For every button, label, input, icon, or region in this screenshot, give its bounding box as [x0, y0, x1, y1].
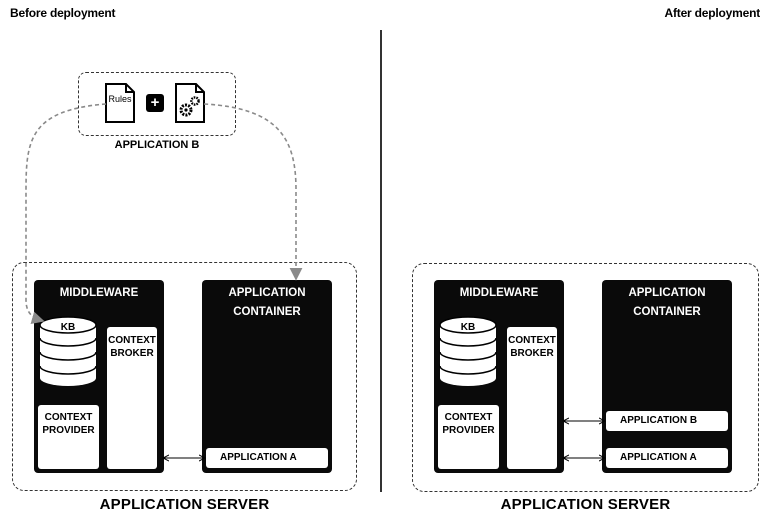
middleware-title: MIDDLEWARE — [59, 287, 139, 299]
application-b-box: APPLICATION B — [606, 411, 728, 431]
context-provider-box — [38, 405, 99, 469]
middleware-title: MIDDLEWARE — [459, 287, 539, 299]
context-provider-box — [438, 405, 499, 469]
context-broker-box — [107, 327, 157, 469]
context-broker-label: CONTEXT BROKER — [108, 335, 156, 359]
application-a-box: APPLICATION A — [606, 448, 728, 468]
context-broker-label: CONTEXT BROKER — [508, 335, 556, 359]
application-container-panel-after — [602, 280, 732, 473]
deploy-arrow-rules-to-kb — [25, 103, 107, 324]
application-b-package — [78, 72, 236, 136]
after-deployment-heading: After deployment — [664, 6, 760, 20]
application-a-box: APPLICATION A — [206, 448, 328, 468]
kb-label: KB — [460, 322, 476, 333]
application-container-title: APPLICATION CONTAINER — [228, 287, 306, 318]
rules-label: Rules — [108, 94, 132, 104]
before-deployment-heading: Before deployment — [10, 6, 116, 20]
application-container-title: APPLICATION CONTAINER — [628, 287, 706, 318]
deploy-arrow-app-to-container — [203, 103, 303, 281]
application-server-box-before — [12, 262, 357, 491]
application-server-box-after — [412, 263, 759, 492]
application-container-panel-before — [202, 280, 332, 473]
application-b-label: APPLICATION B — [114, 139, 200, 151]
section-divider — [380, 30, 382, 492]
application-server-label-before: APPLICATION SERVER — [99, 496, 270, 513]
application-server-label-after: APPLICATION SERVER — [500, 496, 671, 513]
context-provider-label: CONTEXT PROVIDER — [42, 412, 95, 436]
kb-label: KB — [60, 322, 76, 333]
context-broker-box — [507, 327, 557, 469]
context-provider-label: CONTEXT PROVIDER — [442, 412, 495, 436]
plus-icon: + — [146, 94, 164, 112]
